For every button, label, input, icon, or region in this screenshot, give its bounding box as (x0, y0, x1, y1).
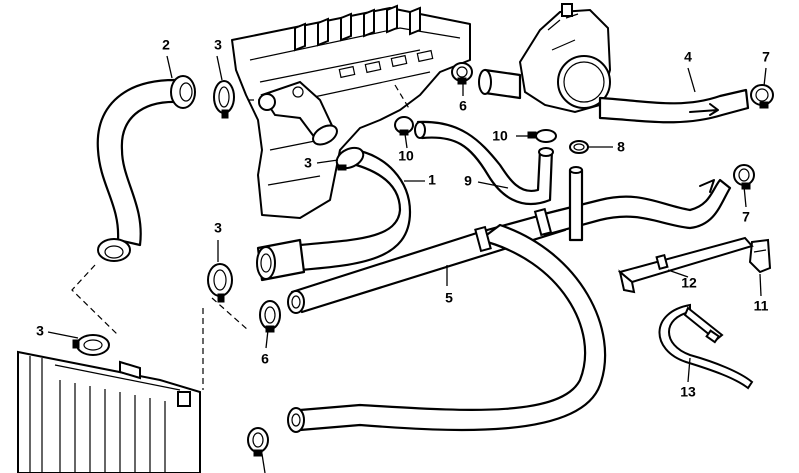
callout-9: 9 (464, 173, 472, 189)
callout-13: 13 (680, 384, 696, 400)
hose-1 (256, 148, 412, 282)
callout-labels: 2 3 3 1 3 3 6 6 4 7 10 10 8 9 5 7 12 11 … (36, 37, 770, 400)
callout-10-lower: 10 (492, 128, 508, 144)
strap-13 (658, 303, 754, 390)
callout-8: 8 (617, 139, 625, 155)
callout-3-top: 3 (214, 37, 222, 53)
callout-3-thermostat: 3 (304, 155, 312, 171)
callout-10-upper: 10 (398, 148, 414, 164)
callout-7-bottom: 7 (742, 209, 750, 225)
reference-lines (71, 84, 411, 390)
callout-7-top: 7 (762, 49, 770, 65)
clamp-8 (569, 140, 589, 154)
callout-3-radiator: 3 (36, 323, 44, 339)
callout-4: 4 (684, 49, 692, 65)
throttle-body (518, 3, 612, 114)
clamp-10-upper (394, 116, 414, 136)
hose-2-upper-radiator (96, 75, 196, 262)
callout-5: 5 (445, 290, 453, 306)
clamp-7-top (750, 84, 774, 109)
hose-9 (414, 120, 554, 206)
pipe-5 (287, 166, 732, 433)
hose-4 (478, 68, 750, 124)
callout-3-mid: 3 (214, 220, 222, 236)
callout-6-bottom: 6 (261, 351, 269, 367)
clamp-6-top (451, 62, 473, 85)
engine-cylinder-head (231, 4, 471, 219)
clamp-6-lower (247, 427, 269, 457)
callout-12: 12 (681, 275, 697, 291)
clamp-10-lower (527, 129, 557, 143)
leader-lines (47, 55, 767, 473)
clamp-7-bottom (733, 164, 755, 190)
callout-1: 1 (428, 172, 436, 188)
clamp-3-radiator (72, 334, 110, 356)
clamp-3-thermostat (335, 146, 365, 171)
callout-2: 2 (162, 37, 170, 53)
clamp-3-top (213, 80, 235, 119)
clamp-3-mid (207, 263, 233, 303)
clip-11 (748, 238, 772, 274)
radiator (17, 350, 201, 473)
callout-6-top: 6 (459, 98, 467, 114)
clamp-6-bottom (259, 300, 281, 333)
callout-11: 11 (754, 298, 769, 314)
holder-12 (617, 236, 754, 294)
